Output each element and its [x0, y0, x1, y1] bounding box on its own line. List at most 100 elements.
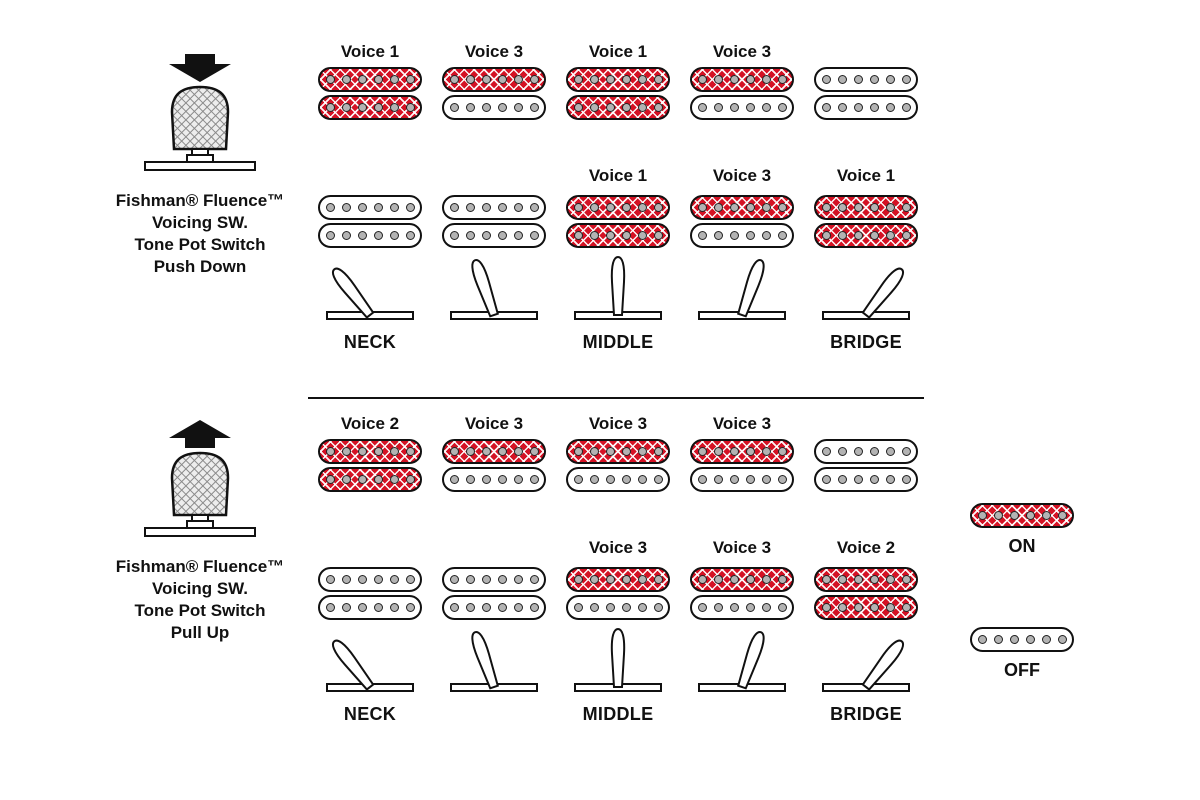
pull-up-neck-pickup-pos2	[442, 438, 546, 492]
pole-piece-dot	[837, 574, 847, 584]
pole-piece-dot	[449, 602, 459, 612]
neck-pickup-cell	[432, 438, 556, 492]
pole-piece-dot	[821, 574, 831, 584]
pole-piece-dot	[1025, 635, 1035, 644]
pole-piece-dot	[853, 574, 863, 584]
pole-piece-dot	[853, 102, 863, 112]
pull-up-bridge-pickup-pos5	[814, 566, 918, 620]
pole-piece-dot	[513, 202, 523, 212]
pole-piece-dot	[653, 102, 663, 112]
pole-piece-dot	[637, 574, 647, 584]
neck-pickup-cell	[804, 66, 928, 120]
neck-pickup-cell	[432, 66, 556, 120]
pole-piece-dot	[697, 446, 707, 456]
pole-piece-dot	[621, 202, 631, 212]
voice-label-neck-row: Voice 1	[340, 42, 400, 61]
voice-label-bridge-row	[432, 120, 556, 194]
pole-piece-dot	[497, 602, 507, 612]
pole-piece-dot	[497, 446, 507, 456]
pole-piece-dot	[513, 602, 523, 612]
pole-piece-dot	[373, 574, 383, 584]
pole-piece-dot	[837, 102, 847, 112]
section-divider	[308, 397, 924, 399]
push-down-neck-pickup-pos1	[318, 66, 422, 120]
pole-piece-dot	[449, 474, 459, 484]
pole-piece-dot	[573, 446, 583, 456]
voice-label-bridge-row	[308, 120, 432, 194]
pole-piece-dot	[325, 474, 335, 484]
pole-piece-dot	[821, 74, 831, 84]
selector-lever-icon-pos5	[804, 620, 928, 698]
selector-lever-icon-pos4	[680, 620, 804, 698]
pole-piece-dot	[777, 230, 787, 240]
pole-piece-dot	[481, 202, 491, 212]
pole-piece-dot	[497, 474, 507, 484]
pull-up-bridge-pickup-pos5-coil2-on	[814, 594, 918, 620]
pole-piece-dot	[713, 102, 723, 112]
pole-piece-dot	[745, 446, 755, 456]
pole-piece-dot	[589, 102, 599, 112]
pole-piece-dot	[637, 230, 647, 240]
pole-piece-dot	[621, 230, 631, 240]
pole-piece-dot	[869, 474, 879, 484]
pole-piece-dot	[777, 602, 787, 612]
pole-piece-dot	[389, 74, 399, 84]
pole-piece-dot	[325, 202, 335, 212]
pole-piece-dot	[573, 202, 583, 212]
pole-piece-dot	[605, 202, 615, 212]
pull-up-neck-pickup-pos2-coil2-off	[442, 466, 546, 492]
pull-up-neck-pickup-pos3	[566, 438, 670, 492]
pole-piece-dot	[497, 230, 507, 240]
selector-position-label: MIDDLE	[582, 703, 654, 724]
pole-piece-dot	[325, 602, 335, 612]
pole-piece-dot	[325, 230, 335, 240]
pole-piece-dot	[513, 474, 523, 484]
pole-piece-dot	[621, 74, 631, 84]
pole-piece-dot	[465, 230, 475, 240]
pole-piece-dot	[605, 230, 615, 240]
pole-piece-dot	[605, 574, 615, 584]
pole-piece-dot	[729, 474, 739, 484]
control-caption-line: Tone Pot Switch	[134, 601, 266, 620]
pull-up-bridge-pickup-pos1	[318, 566, 422, 620]
pull-up-bridge-pickup-pos5-coil1-on	[814, 566, 918, 592]
pole-piece-dot	[713, 474, 723, 484]
pole-piece-dot	[653, 202, 663, 212]
pole-piece-dot	[637, 602, 647, 612]
pole-piece-dot	[497, 102, 507, 112]
pole-piece-dot	[761, 74, 771, 84]
push-down-bridge-pickup-pos4-coil1-on	[690, 194, 794, 220]
bridge-pickup-cell	[556, 566, 680, 620]
pole-piece-dot	[605, 474, 615, 484]
pole-piece-dot	[697, 574, 707, 584]
push-down-bridge-pickup-pos5-coil2-on	[814, 222, 918, 248]
pole-piece-dot	[389, 474, 399, 484]
neck-pickup-cell	[308, 66, 432, 120]
pole-piece-dot	[745, 474, 755, 484]
pole-piece-dot	[529, 102, 539, 112]
pole-piece-dot	[853, 474, 863, 484]
voice-label-neck-row: Voice 3	[464, 414, 524, 433]
pole-piece-dot	[573, 602, 583, 612]
voice-label-neck-row	[804, 38, 928, 66]
pull-up-bridge-pickup-pos3	[566, 566, 670, 620]
selector-position-label: BRIDGE	[830, 331, 902, 352]
pole-piece-dot	[621, 602, 631, 612]
pole-piece-dot	[901, 602, 911, 612]
voice-label-bridge-row: Voice 2	[836, 538, 896, 557]
pull-up-neck-pickup-pos5-coil2-off	[814, 466, 918, 492]
pole-piece-dot	[821, 102, 831, 112]
selector-position-label	[432, 326, 556, 358]
pole-piece-dot	[589, 202, 599, 212]
push-down-bridge-pickup-pos2-coil2-off	[442, 222, 546, 248]
neck-pickup-cell	[680, 438, 804, 492]
pole-piece-dot	[405, 602, 415, 612]
pole-piece-dot	[729, 102, 739, 112]
selector-position-label: MIDDLE	[582, 331, 654, 352]
pole-piece-dot	[885, 202, 895, 212]
pole-piece-dot	[465, 446, 475, 456]
pole-piece-dot	[513, 230, 523, 240]
